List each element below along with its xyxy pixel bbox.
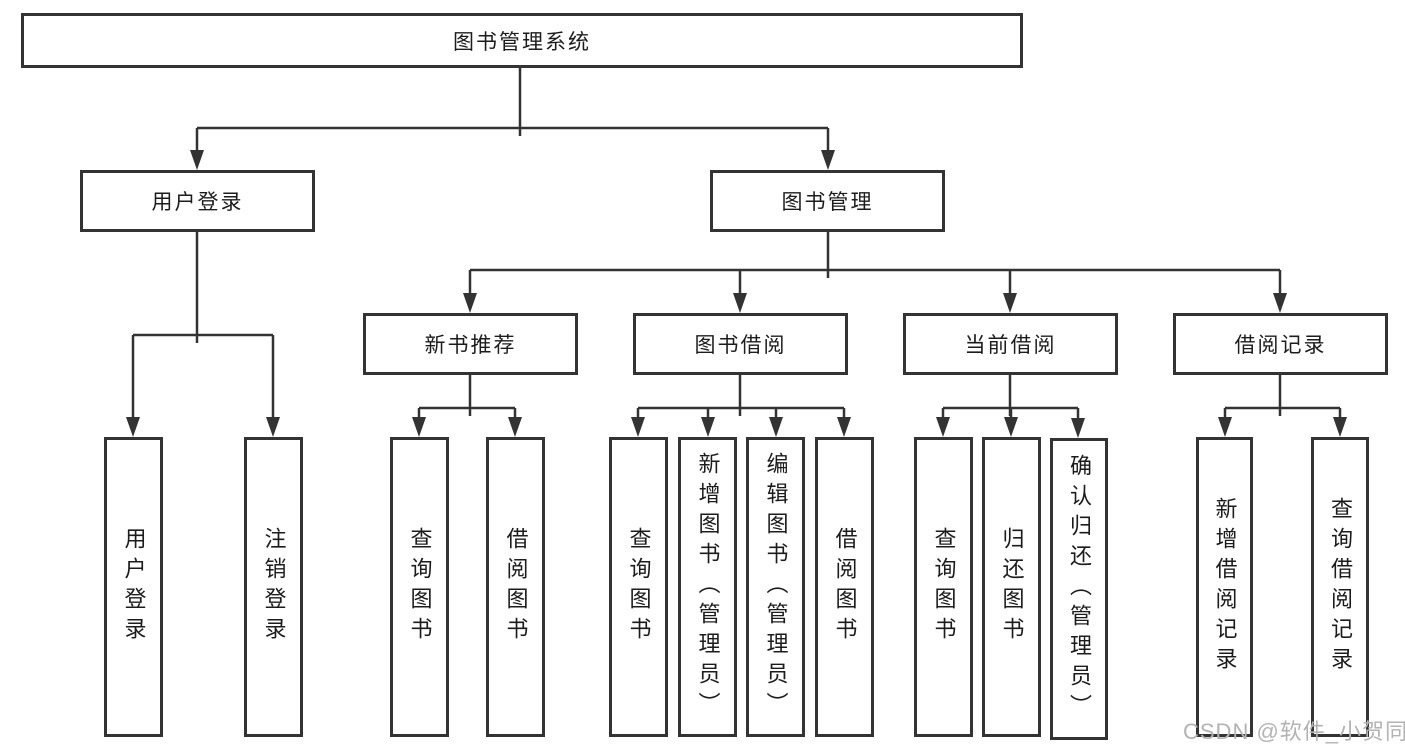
node-current-borrow: 当前借阅 [903, 313, 1118, 375]
arrowhead [126, 417, 140, 437]
arrowhead [1004, 417, 1018, 437]
connector-book-mgmt [468, 232, 1282, 297]
arrowhead [1071, 418, 1085, 438]
arrowhead [1218, 417, 1232, 437]
arrowhead [190, 150, 204, 170]
arrowhead [508, 417, 522, 437]
arrowhead [1273, 293, 1287, 313]
connector-book-borrow [636, 375, 846, 421]
csdn-watermark: CSDN @软件_小贺同学 [1183, 719, 1405, 744]
node-borrow-records: 借阅记录 [1173, 313, 1388, 375]
connector-borrow-records [1223, 375, 1342, 421]
node-new-book-recommend: 新书推荐 [363, 313, 578, 375]
arrowhead [463, 293, 477, 313]
arrowhead [266, 417, 280, 437]
arrowhead [837, 417, 851, 437]
leaf-edit-books-admin: 编辑图书（管理员） [746, 437, 805, 737]
leaf-borrow-books-recommend: 借阅图书 [486, 437, 545, 737]
arrowhead [733, 293, 747, 313]
leaf-return-books: 归还图书 [982, 437, 1041, 737]
arrowhead [769, 417, 783, 437]
connector-root [195, 68, 830, 154]
leaf-add-borrow-record: 新增借阅记录 [1196, 437, 1253, 737]
arrowhead [1003, 293, 1017, 313]
node-user-login: 用户登录 [80, 170, 315, 232]
arrowhead [936, 417, 950, 437]
arrowhead [1333, 417, 1347, 437]
node-book-management: 图书管理 [710, 170, 945, 232]
leaf-query-borrow-record: 查询借阅记录 [1311, 437, 1369, 737]
leaf-query-books-current: 查询图书 [914, 437, 973, 737]
arrowhead [821, 150, 835, 170]
arrowhead [631, 417, 645, 437]
leaf-add-books-admin: 新增图书（管理员） [678, 437, 737, 737]
arrowhead [701, 417, 715, 437]
connector-current-borrow [941, 375, 1080, 422]
node-book-borrow: 图书借阅 [633, 313, 848, 375]
connector-user-login [131, 232, 275, 421]
leaf-query-books-recommend: 查询图书 [390, 437, 449, 737]
node-root: 图书管理系统 [21, 13, 1023, 68]
leaf-logout: 注销登录 [244, 437, 303, 737]
arrowheads [126, 150, 1347, 438]
leaf-user-login: 用户登录 [104, 437, 163, 737]
leaf-confirm-return-admin: 确认归还（管理员） [1050, 438, 1108, 740]
connector-new-books [417, 375, 517, 421]
arrowhead [412, 417, 426, 437]
leaf-borrow-books: 借阅图书 [815, 437, 874, 737]
leaf-query-books-borrow: 查询图书 [609, 437, 668, 737]
